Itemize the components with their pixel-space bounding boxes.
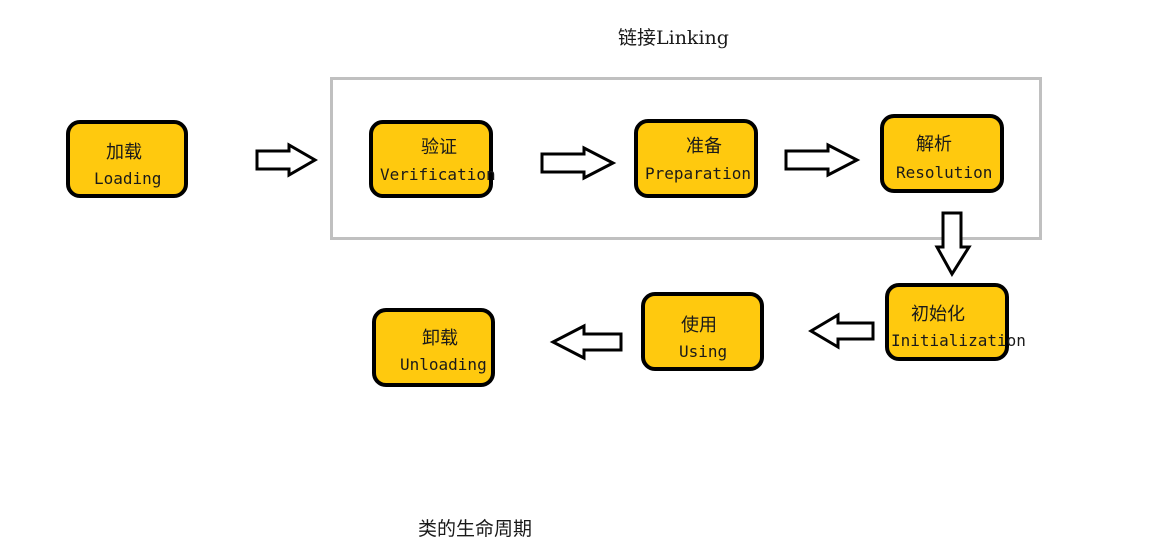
node-initialization-en-label: Initialization xyxy=(891,331,1026,350)
node-preparation: 准备 Preparation xyxy=(634,119,758,198)
node-verification: 验证 Verification xyxy=(369,120,496,198)
arrow-resolution-to-initialization xyxy=(934,211,972,277)
node-preparation-cn-label: 准备 xyxy=(686,136,722,157)
node-verification-cn-label: 验证 xyxy=(421,137,457,158)
node-preparation-en-label: Preparation xyxy=(645,164,751,183)
node-unloading-en-label: Unloading xyxy=(400,355,487,374)
node-initialization: 初始化 Initialization xyxy=(885,283,1026,361)
node-loading-cn-label: 加载 xyxy=(106,142,142,163)
arrow-using-to-unloading xyxy=(549,323,623,361)
arrow-verification-to-preparation xyxy=(540,145,617,181)
diagram-caption: 类的生命周期 xyxy=(418,518,533,540)
linking-group-title: 链接Linking xyxy=(618,27,729,49)
node-resolution: 解析 Resolution xyxy=(880,114,1004,193)
node-verification-en-label: Verification xyxy=(380,165,496,184)
node-using-en-label: Using xyxy=(679,342,728,361)
node-using: 使用 Using xyxy=(641,292,764,371)
linking-group-frame xyxy=(330,77,1042,240)
node-resolution-cn-label: 解析 xyxy=(916,134,952,155)
node-resolution-en-label: Resolution xyxy=(896,163,993,182)
node-using-cn-label: 使用 xyxy=(681,315,717,336)
node-loading-en-label: Loading xyxy=(94,169,162,188)
node-unloading: 卸载 Unloading xyxy=(372,308,495,387)
arrow-preparation-to-resolution xyxy=(784,142,861,178)
arrow-initialization-to-using xyxy=(808,312,875,350)
arrow-loading-to-verification xyxy=(255,142,319,178)
node-loading: 加载 Loading xyxy=(66,120,188,198)
node-unloading-cn-label: 卸载 xyxy=(422,328,458,349)
node-initialization-cn-label: 初始化 xyxy=(911,304,965,325)
